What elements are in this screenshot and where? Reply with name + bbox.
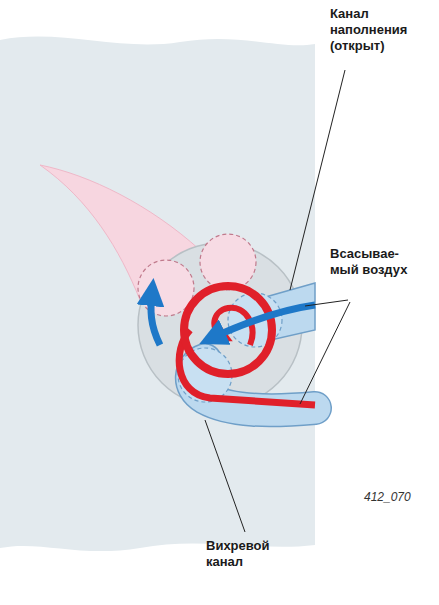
flow-label: Всасывае- мый воздух <box>330 246 412 278</box>
leader-line <box>305 300 348 306</box>
intake-flow-arrow <box>151 292 160 345</box>
figure-number: 412_070 <box>364 489 436 505</box>
exhaust-valve <box>200 234 256 290</box>
port-label: Канал наполнения (открыт) <box>330 6 434 54</box>
port-label: Вихревой канал <box>206 538 296 570</box>
intake-flow-arrow <box>212 305 315 338</box>
leader-line <box>300 302 350 404</box>
leader-line <box>205 420 245 532</box>
cylinder-head-ground <box>0 37 315 552</box>
